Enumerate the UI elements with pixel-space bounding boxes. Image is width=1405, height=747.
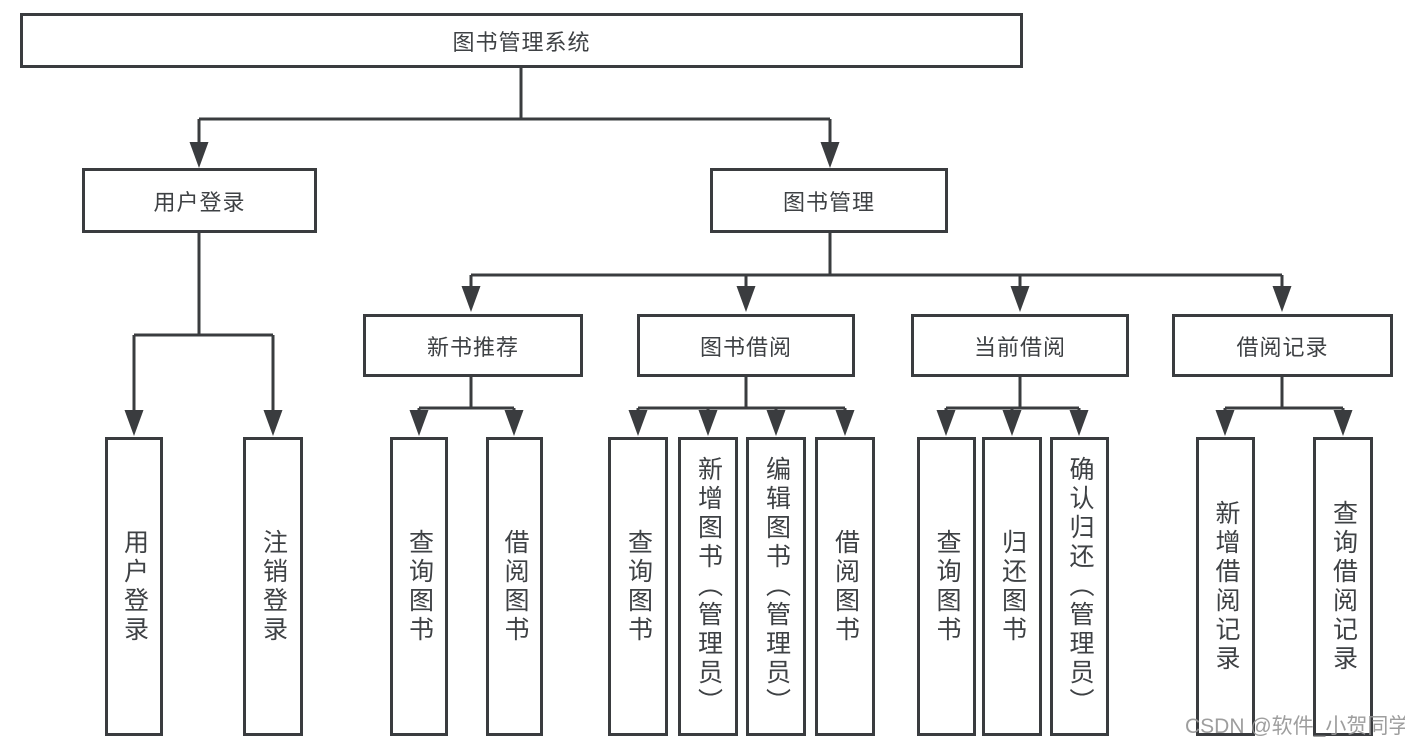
arrowhead [628, 410, 648, 436]
connector-root-to-level2 [197, 68, 832, 146]
node-book-borrowing: 图书借阅 [637, 314, 855, 377]
arrowhead [820, 142, 840, 168]
leaf-bb-edit-books-admin-label: 编辑图书（管理员） [762, 456, 791, 717]
connector-borrow-records-children [1223, 377, 1345, 414]
arrowhead [936, 410, 956, 436]
leaf-user-login-label: 用户登录 [120, 528, 149, 645]
leaf-nbr-borrow-books: 借阅图书 [486, 437, 543, 736]
leaf-bb-add-books-admin: 新增图书（管理员） [678, 437, 738, 736]
node-borrow-records: 借阅记录 [1172, 314, 1393, 377]
node-library-system: 图书管理系统 [20, 13, 1023, 68]
leaf-bb-add-books-admin-label: 新增图书（管理员） [694, 456, 723, 717]
csdn-watermark: CSDN @软件_小贺同学 [1185, 715, 1405, 738]
node-library-system-label: 图书管理系统 [452, 29, 591, 55]
leaf-cb-return-books-label: 归还图书 [998, 528, 1027, 645]
leaf-nbr-query-books: 查询图书 [390, 437, 448, 736]
arrowhead [698, 410, 718, 436]
arrowhead [1069, 410, 1089, 436]
connector-current-borrow-children [944, 377, 1081, 414]
node-new-book-recommend: 新书推荐 [363, 314, 583, 377]
leaf-user-login: 用户登录 [105, 437, 163, 736]
node-book-management-label: 图书管理 [782, 189, 875, 215]
node-user-login: 用户登录 [82, 168, 317, 233]
connector-book-mgmt-children [469, 233, 1284, 290]
node-borrow-records-label: 借阅记录 [1236, 334, 1329, 360]
node-current-borrowing-label: 当前借阅 [973, 334, 1066, 360]
node-new-book-recommend-label: 新书推荐 [426, 334, 519, 360]
leaf-nbr-query-books-label: 查询图书 [405, 528, 434, 645]
connector-new-book-rec-children [417, 377, 516, 414]
leaf-bb-borrow-books-label: 借阅图书 [831, 528, 860, 645]
arrowhead [1333, 410, 1353, 436]
leaf-cb-query-books-label: 查询图书 [933, 528, 961, 645]
arrowhead [124, 410, 144, 436]
node-user-login-label: 用户登录 [153, 189, 246, 215]
node-current-borrowing: 当前借阅 [911, 314, 1129, 377]
leaf-br-add-record-label: 新增借阅记录 [1212, 499, 1240, 674]
leaf-logout-login-label: 注销登录 [259, 528, 288, 645]
arrowhead [1272, 286, 1292, 312]
arrowhead [766, 410, 786, 436]
leaf-br-query-record-label: 查询借阅记录 [1329, 499, 1358, 674]
arrowhead [189, 142, 209, 168]
leaf-cb-confirm-return-admin-label: 确认归还（管理员） [1066, 456, 1094, 717]
arrowhead [736, 286, 756, 312]
arrowhead [1010, 286, 1030, 312]
leaf-br-query-record: 查询借阅记录 [1313, 437, 1373, 736]
leaf-cb-return-books: 归还图书 [982, 437, 1042, 736]
arrowhead [1002, 410, 1022, 436]
connector-book-borrow-children [636, 377, 847, 414]
arrowhead [1215, 410, 1235, 436]
node-book-borrowing-label: 图书借阅 [699, 334, 792, 360]
leaf-cb-query-books: 查询图书 [917, 437, 976, 736]
leaf-logout-login: 注销登录 [243, 437, 303, 736]
leaf-br-add-record: 新增借阅记录 [1196, 437, 1255, 736]
connector-user-login-children [132, 233, 275, 414]
arrowhead [835, 410, 855, 436]
arrowhead [504, 410, 524, 436]
leaf-bb-edit-books-admin: 编辑图书（管理员） [746, 437, 806, 736]
arrowhead [263, 410, 283, 436]
arrowhead [461, 286, 481, 312]
leaf-bb-query-books: 查询图书 [608, 437, 668, 736]
leaf-nbr-borrow-books-label: 借阅图书 [501, 528, 529, 645]
leaf-cb-confirm-return-admin: 确认归还（管理员） [1050, 437, 1109, 736]
leaf-bb-borrow-books: 借阅图书 [815, 437, 875, 736]
arrowhead [409, 410, 429, 436]
node-book-management: 图书管理 [710, 168, 948, 233]
leaf-bb-query-books-label: 查询图书 [624, 528, 653, 645]
